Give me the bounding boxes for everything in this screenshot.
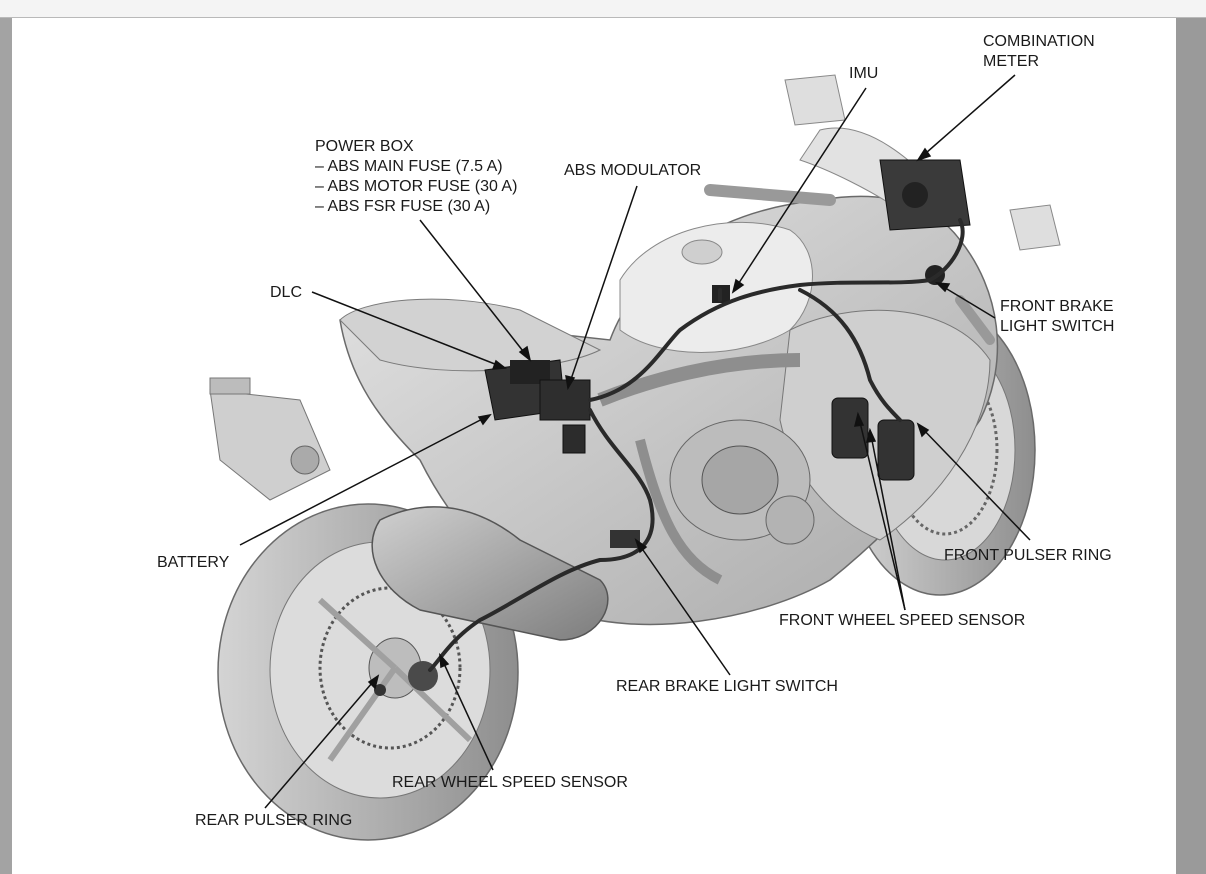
label-dlc: DLC [270, 283, 302, 303]
label-rear-brake-light-switch: REAR BRAKE LIGHT SWITCH [616, 677, 838, 697]
label-abs-modulator: ABS MODULATOR [564, 161, 701, 181]
label-front-brake-light-switch: FRONT BRAKE LIGHT SWITCH [1000, 297, 1114, 337]
label-battery: BATTERY [157, 553, 229, 573]
label-combination-meter: COMBINATION METER [983, 32, 1095, 72]
mirror-right [1010, 205, 1060, 250]
front-caliper-left [832, 398, 868, 458]
abs-modulator-part [540, 380, 590, 420]
mirror-left [785, 75, 845, 125]
label-imu: IMU [849, 64, 878, 84]
label-rear-wheel-speed-sensor: REAR WHEEL SPEED SENSOR [392, 773, 628, 793]
label-front-pulser-ring: FRONT PULSER RING [944, 546, 1112, 566]
label-rear-pulser-ring: REAR PULSER RING [195, 811, 352, 831]
label-power-box: POWER BOX – ABS MAIN FUSE (7.5 A) – ABS … [315, 137, 517, 217]
front-caliper-right [878, 420, 914, 480]
label-front-wheel-speed-sensor: FRONT WHEEL SPEED SENSOR [779, 611, 1025, 631]
